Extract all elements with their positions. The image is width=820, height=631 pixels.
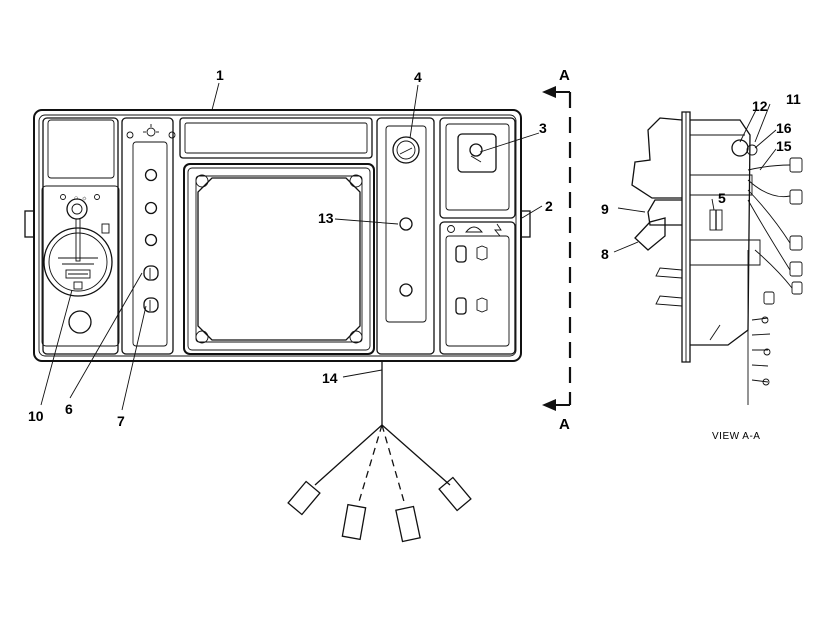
callout-12: 12: [752, 98, 768, 114]
toggle-switch-6: [143, 265, 159, 281]
indicator-lamp: [399, 283, 413, 297]
top-label-window: [179, 117, 373, 159]
svg-text:○ ☼: ○ ☼: [74, 195, 88, 202]
callout-9: 9: [601, 201, 609, 217]
callout-8: 8: [601, 246, 609, 262]
left-mount-tab: [24, 210, 35, 238]
callout-13: 13: [318, 210, 334, 226]
view-caption: VIEW A-A: [712, 431, 760, 442]
indicator-lamp-module: [121, 117, 176, 355]
indicator-lamp: [144, 168, 158, 182]
leader-lines: [40, 82, 777, 411]
callout-15: 15: [776, 138, 792, 154]
right-mount-tab: [520, 210, 531, 238]
callout-1: 1: [216, 67, 224, 83]
instrument-panel-front-view: ○ ☼: [24, 109, 531, 362]
harness-connector: [438, 476, 472, 512]
lamp-symbol-icon: [146, 127, 156, 137]
gauge-4: [392, 136, 420, 164]
section-marker-top: A: [559, 67, 570, 84]
callout-5: 5: [718, 190, 726, 206]
section-arrow-icon: [542, 86, 556, 98]
fastener-5: [709, 209, 723, 231]
switch-3: [469, 143, 483, 157]
gauge-window: [197, 177, 361, 341]
harness-connector: [341, 503, 367, 541]
connector-12: [731, 139, 749, 157]
callout-6: 6: [65, 401, 73, 417]
lightning-icon: [494, 223, 502, 237]
section-marker-bottom: A: [559, 416, 570, 433]
callout-14: 14: [322, 370, 338, 386]
indicator-lamp-13: [399, 217, 413, 231]
part-8: [634, 217, 666, 251]
toggle-switch-7: [143, 297, 159, 313]
section-line-a-a: [542, 86, 572, 411]
indicator-lamp: [144, 201, 158, 215]
harness-connector: [287, 480, 321, 516]
callout-11: 11: [786, 91, 801, 107]
right-switch-module: [439, 117, 516, 355]
rocker-switch: [455, 245, 467, 263]
section-arrow-icon: [542, 399, 556, 411]
left-module: ○ ☼: [41, 117, 120, 355]
circle-symbol-icon: [447, 225, 455, 233]
indicator-lamp: [144, 233, 158, 247]
machine-symbol-icon: [465, 226, 483, 233]
callout-4: 4: [414, 69, 422, 85]
rocker-switch: [455, 297, 467, 315]
key-switch: [66, 198, 88, 220]
side-view-a-a: [631, 111, 803, 405]
gauge-column-module: [376, 117, 435, 355]
callout-7: 7: [117, 413, 125, 429]
harness-connector: [395, 505, 421, 543]
callout-16: 16: [776, 120, 792, 136]
callout-10: 10: [28, 408, 44, 424]
key-switch-9: [647, 199, 682, 226]
wiring-harness-14: [287, 361, 472, 543]
connector-16: [746, 144, 758, 156]
callout-labels: 1 4 3 2 13 14 10 6 7 9 8 5 12 11 16 15: [28, 67, 801, 429]
hour-meter-10: [43, 227, 113, 297]
center-display-module: [179, 117, 375, 355]
callout-2: 2: [545, 198, 553, 214]
callout-3: 3: [539, 120, 547, 136]
left-round-plug: [68, 310, 92, 334]
